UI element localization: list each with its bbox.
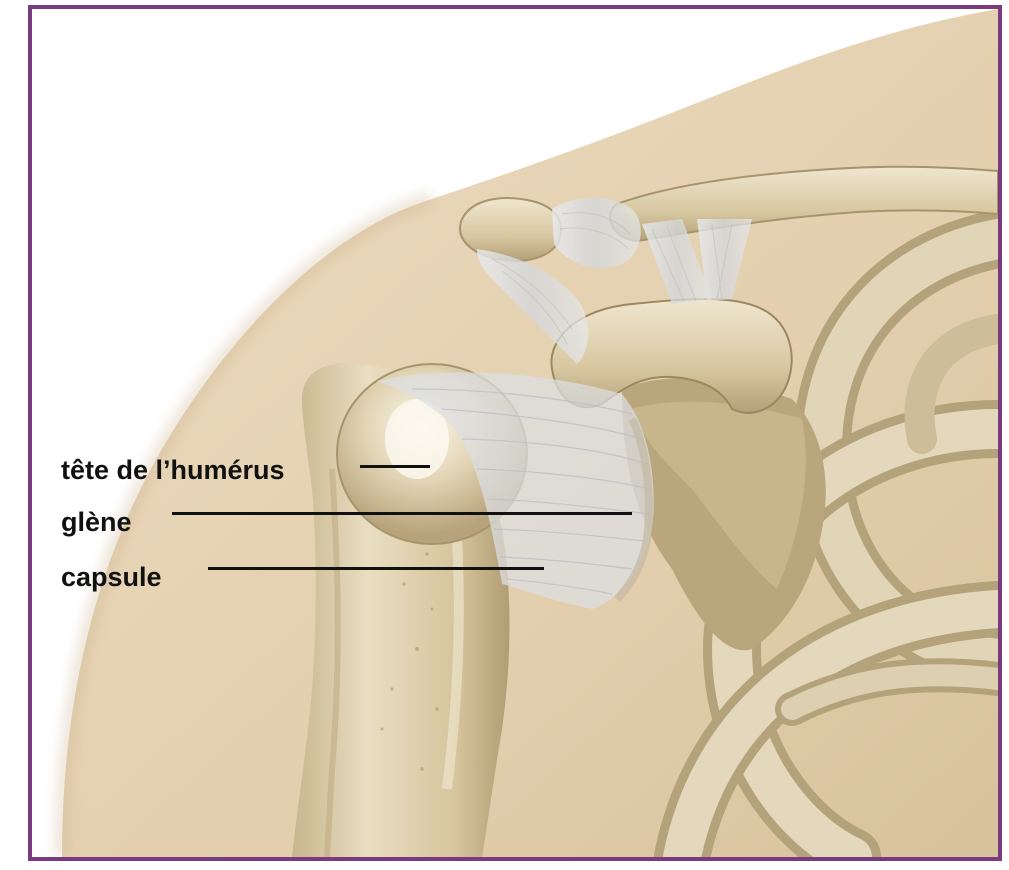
label-glenoid: glène <box>61 506 132 538</box>
shoulder-anatomy-illustration <box>32 9 998 857</box>
label-humeral-head: tête de l’humérus <box>61 454 285 486</box>
label-capsule: capsule <box>61 561 162 593</box>
illustration-frame: tête de l’humérus glène capsule <box>28 5 1002 861</box>
leader-line-glenoid <box>172 512 632 515</box>
acromion <box>460 198 561 261</box>
leader-line-capsule <box>208 567 544 570</box>
leader-line-humeral-head <box>360 465 430 468</box>
